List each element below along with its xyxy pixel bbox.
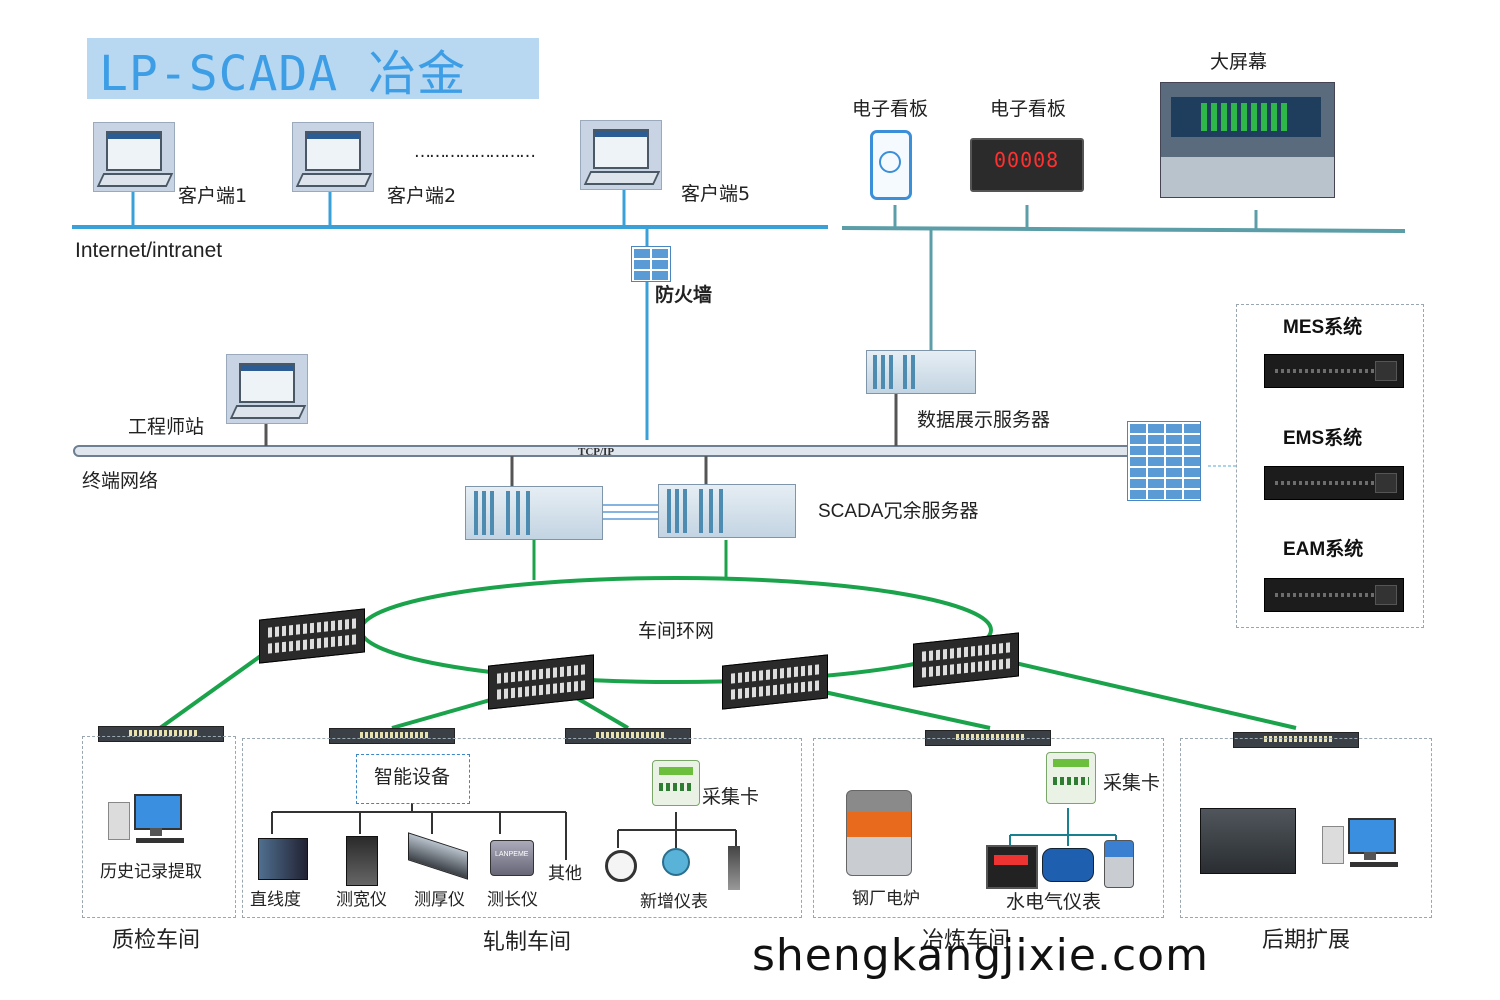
power-meter-icon xyxy=(986,845,1038,889)
quality-workshop-box xyxy=(82,736,236,918)
control-room-bigscreen xyxy=(1160,82,1335,198)
engineer-station-label: 工程师站 xyxy=(128,416,205,438)
tablet-touch-icon xyxy=(870,130,912,200)
length-gauge-icon: LANPEME xyxy=(490,840,534,876)
access-switch-icon xyxy=(1233,732,1359,748)
systems-firewall-icon xyxy=(1127,421,1201,501)
straightness-meter-icon xyxy=(258,838,308,880)
client1-computer-icon xyxy=(93,122,175,192)
lanpeme-text: LANPEME xyxy=(495,851,529,858)
client2-computer-icon xyxy=(292,122,374,192)
firewall-label: 防火墙 xyxy=(655,284,713,306)
instrument-other-label: 其他 xyxy=(548,864,582,884)
smart-devices-box xyxy=(356,754,470,804)
mes-server-icon xyxy=(1264,354,1404,388)
firewall-icon xyxy=(631,246,671,282)
client5-label: 客户端5 xyxy=(681,183,751,205)
board2-label: 电子看板 xyxy=(990,98,1067,120)
title-banner: LP-SCADA 冶金 xyxy=(87,38,539,102)
board1-label: 电子看板 xyxy=(852,98,929,120)
client5-computer-icon xyxy=(580,120,662,190)
smelting-workshop-box xyxy=(813,738,1164,918)
data-display-server-icon xyxy=(866,350,976,394)
smelting-acq-card-label: 采集卡 xyxy=(1103,772,1161,794)
pressure-gauge-icon xyxy=(605,850,637,882)
furnace-label: 钢厂电炉 xyxy=(852,889,920,909)
expansion-workshop-box xyxy=(1180,738,1432,918)
history-label: 历史记录提取 xyxy=(100,862,202,882)
thermometer-icon xyxy=(728,846,740,890)
rolling-workshop-name: 轧制车间 xyxy=(483,930,572,955)
display-line xyxy=(841,226,1406,233)
ring-label: 车间环网 xyxy=(638,620,715,642)
gas-meter-icon xyxy=(1104,840,1134,888)
water-meter-icon xyxy=(1042,848,1094,882)
terminal-network-label: 终端网络 xyxy=(82,470,159,492)
scada-server-a-icon xyxy=(465,486,603,540)
system-ems-label: EMS系统 xyxy=(1283,428,1363,449)
client1-label: 客户端1 xyxy=(178,185,248,207)
access-switch-icon xyxy=(565,728,691,744)
acquisition-card-icon xyxy=(652,760,700,806)
plc-module-icon xyxy=(1200,808,1296,874)
led-display-board: 00008 xyxy=(970,138,1084,192)
width-gauge-icon xyxy=(346,836,378,886)
internet-label: Internet/intranet xyxy=(75,239,223,262)
system-mes-label: MES系统 xyxy=(1283,317,1363,338)
new-meters-label: 新增仪表 xyxy=(640,892,708,912)
watermark: shengkangjixie.com xyxy=(752,930,1209,981)
ems-server-icon xyxy=(1264,466,1404,500)
page-title: LP-SCADA 冶金 xyxy=(99,45,467,102)
quality-workshop-name: 质检车间 xyxy=(112,928,201,953)
smelting-workshop-name: 冶炼车间 xyxy=(922,928,1011,953)
access-switch-icon xyxy=(98,726,224,742)
bus-label: TCP/IP xyxy=(578,446,615,458)
scada-server-b-icon xyxy=(658,484,796,538)
instrument-straightness-label: 直线度 xyxy=(250,890,301,910)
scada-servers-label: SCADA冗余服务器 xyxy=(818,501,979,522)
instrument-thickness-label: 测厚仪 xyxy=(414,890,465,910)
rolling-workshop-box xyxy=(242,738,802,918)
instrument-length-label: 测长仪 xyxy=(487,890,538,910)
expansion-workshop-name: 后期扩展 xyxy=(1262,928,1351,953)
system-eam-label: EAM系统 xyxy=(1283,539,1364,560)
instrument-width-label: 测宽仪 xyxy=(336,890,387,910)
systems-panel xyxy=(1236,304,1424,628)
bigscreen-label: 大屏幕 xyxy=(1210,51,1268,73)
utility-meters-label: 水电气仪表 xyxy=(1006,891,1102,913)
clients-ellipsis: …………………… xyxy=(414,142,536,162)
smelting-acq-card-icon xyxy=(1046,752,1096,804)
data-server-label: 数据展示服务器 xyxy=(917,409,1051,431)
electric-furnace-icon xyxy=(846,790,912,876)
led-digits: 00008 xyxy=(994,148,1060,172)
access-switch-icon xyxy=(329,728,455,744)
rolling-acq-card-label: 采集卡 xyxy=(702,786,760,808)
eam-server-icon xyxy=(1264,578,1404,612)
smart-devices-label: 智能设备 xyxy=(374,766,451,788)
engineer-computer-icon xyxy=(226,354,308,424)
client2-label: 客户端2 xyxy=(387,185,457,207)
transmitter-icon xyxy=(662,848,690,876)
